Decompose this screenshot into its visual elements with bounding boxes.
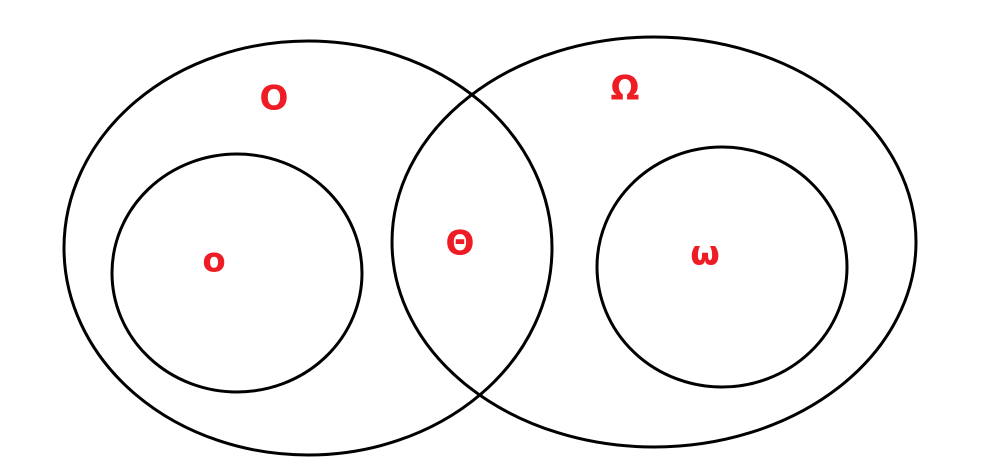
small-o-circle (110, 152, 364, 394)
big-o-ellipse (62, 39, 554, 457)
big-omega-label: Ω (611, 69, 640, 109)
small-omega-circle (595, 145, 849, 389)
big-o-label: O (260, 79, 289, 119)
small-omega-label: ω (690, 234, 720, 274)
small-o-label: o (202, 241, 225, 281)
theta-label: Θ (446, 224, 475, 264)
big-omega-ellipse (390, 35, 918, 449)
